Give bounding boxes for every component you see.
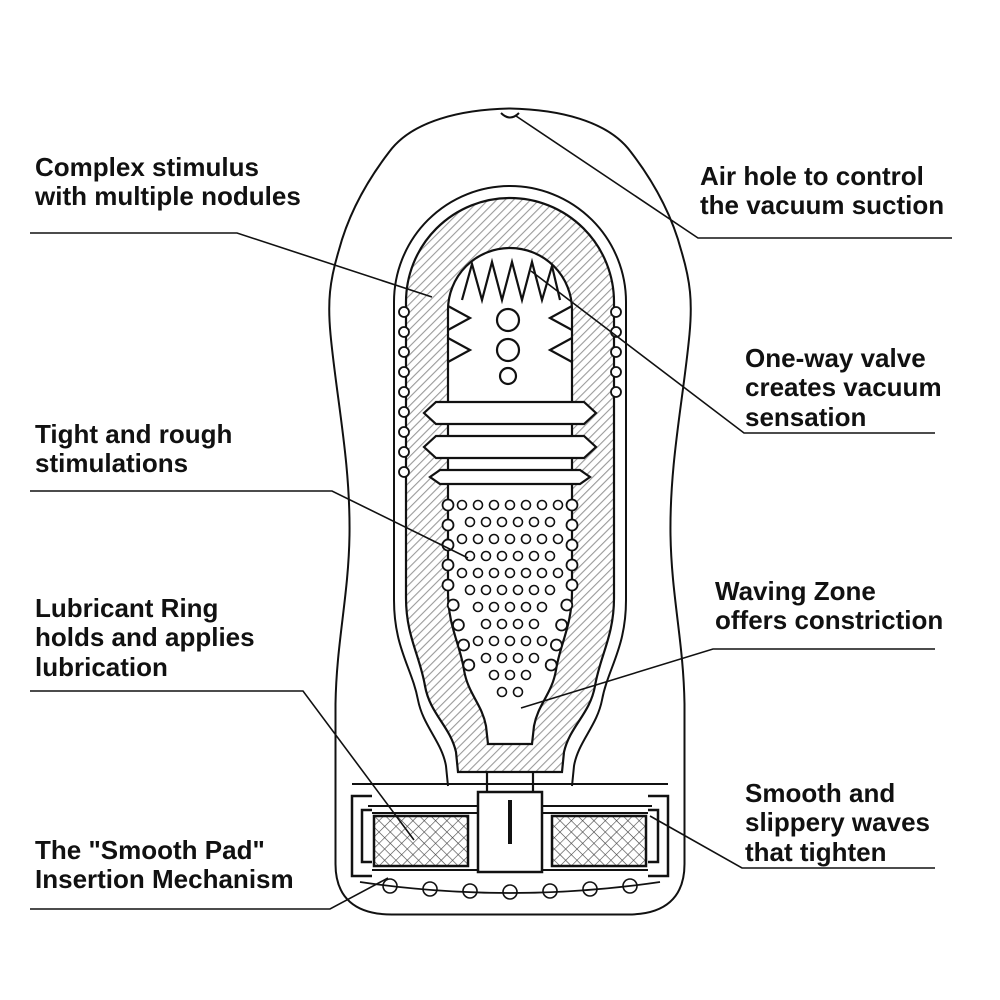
smooth-pad-left — [372, 814, 470, 868]
label-line: Air hole to control — [700, 161, 924, 191]
label-line: Waving Zone — [715, 576, 876, 606]
label-line: The "Smooth Pad" — [35, 835, 265, 865]
label-line: creates vacuum — [745, 372, 942, 403]
leader-one-way-valve — [530, 270, 935, 434]
label-one-way-valve: One-way valve creates vacuum sensation — [745, 343, 942, 432]
leader-smooth-waves — [649, 815, 935, 869]
dotted-waving-zone — [398, 306, 622, 698]
label-lubricant-ring: Lubricant Ring holds and applies lubrica… — [35, 593, 255, 682]
nodule-zone — [447, 257, 573, 386]
leader-complex-stimulus — [30, 232, 433, 298]
label-line: with multiple nodules — [35, 181, 301, 212]
base-bumps — [382, 878, 638, 900]
label-complex-stimulus: Complex stimulus with multiple nodules — [35, 152, 301, 212]
nodule-teeth-left — [447, 305, 473, 363]
label-line: Complex stimulus — [35, 152, 259, 182]
valve-hole-3 — [498, 366, 518, 386]
leader-lines — [30, 115, 952, 910]
label-line: sensation — [745, 401, 867, 432]
label-line: offers constriction — [715, 605, 944, 636]
rib-bands — [422, 400, 598, 486]
valve-hole-2 — [495, 337, 521, 363]
label-line: Tight and rough — [35, 419, 233, 449]
leader-tight-rough — [30, 490, 469, 559]
label-line: Lubricant Ring — [35, 593, 219, 623]
label-tight-rough: Tight and rough stimulations — [35, 419, 233, 479]
label-line: that tighten — [745, 836, 887, 867]
air-hole-notch — [500, 112, 520, 119]
leader-waving-zone — [520, 648, 935, 709]
label-line: slippery waves — [745, 807, 930, 838]
sleeve-stem — [485, 772, 535, 792]
label-smooth-waves: Smooth and slippery waves that tighten — [745, 778, 930, 867]
label-waving-zone: Waving Zone offers constriction — [715, 576, 944, 636]
valve-hole-1 — [495, 307, 521, 333]
label-line: stimulations — [35, 448, 189, 479]
label-line: lubrication — [35, 651, 168, 682]
leader-lubricant-ring — [30, 690, 415, 841]
label-line: Smooth and — [745, 778, 896, 808]
label-line: holds and applies — [35, 622, 255, 653]
label-line: the vacuum suction — [700, 190, 945, 221]
nodule-teeth-right — [547, 305, 573, 363]
left-cap-bracket — [350, 794, 372, 878]
label-air-hole: Air hole to control the vacuum suction — [700, 161, 945, 221]
leader-air-hole — [515, 115, 952, 239]
label-line: One-way valve — [745, 343, 926, 373]
label-line: Insertion Mechanism — [35, 864, 294, 895]
right-cap-bracket — [648, 794, 670, 878]
smooth-pad-right — [550, 814, 648, 868]
leader-smooth-pad — [30, 877, 389, 910]
inner-vessel-contour — [393, 185, 627, 787]
label-smooth-pad: The "Smooth Pad" Insertion Mechanism — [35, 835, 294, 895]
base-mechanism — [350, 783, 670, 900]
nodule-teeth-top — [460, 257, 562, 305]
base-bottom-arc — [359, 881, 661, 894]
